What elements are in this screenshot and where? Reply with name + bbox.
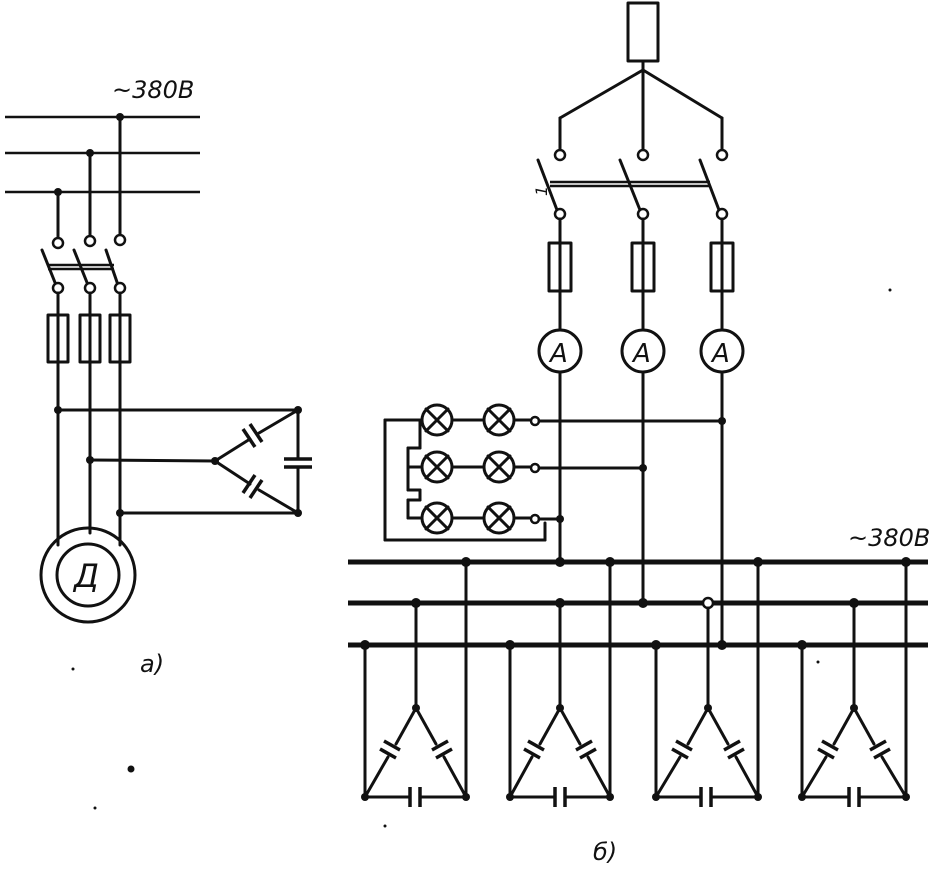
ammeter-label-2: А bbox=[631, 339, 651, 369]
capacitor-bank-b-4 bbox=[797, 557, 911, 807]
caption-b: б) bbox=[593, 838, 617, 866]
diagram-b: 1 А А А bbox=[348, 1, 930, 866]
switch-b: 1 bbox=[532, 158, 729, 221]
capacitor-bank-b-2 bbox=[505, 557, 615, 807]
cable-input-b bbox=[553, 1, 729, 162]
capacitor-banks-b bbox=[360, 557, 911, 807]
fuses-a bbox=[46, 291, 132, 547]
motor-label: Д bbox=[72, 557, 99, 595]
capacitor-bank-a bbox=[54, 406, 312, 517]
caption-a: а) bbox=[140, 650, 164, 678]
voltage-label-b: ~380В bbox=[848, 524, 930, 552]
busbars-a bbox=[5, 113, 200, 196]
ammeters-b: А А А bbox=[537, 328, 745, 647]
ammeter-label-1: А bbox=[548, 339, 568, 369]
switch-mark: 1 bbox=[532, 186, 551, 196]
fuses-b bbox=[547, 217, 735, 332]
diagram-a: ~380В bbox=[5, 76, 312, 810]
capacitor-bank-b-1 bbox=[360, 557, 471, 807]
voltage-label-a: ~380В bbox=[112, 76, 194, 104]
switch-a bbox=[40, 115, 127, 295]
busbars-b bbox=[348, 557, 928, 650]
capacitor-bank-b-3 bbox=[651, 557, 763, 807]
motor-a: Д bbox=[39, 526, 137, 624]
signal-lamps-b bbox=[383, 403, 726, 542]
ammeter-label-3: А bbox=[710, 339, 730, 369]
